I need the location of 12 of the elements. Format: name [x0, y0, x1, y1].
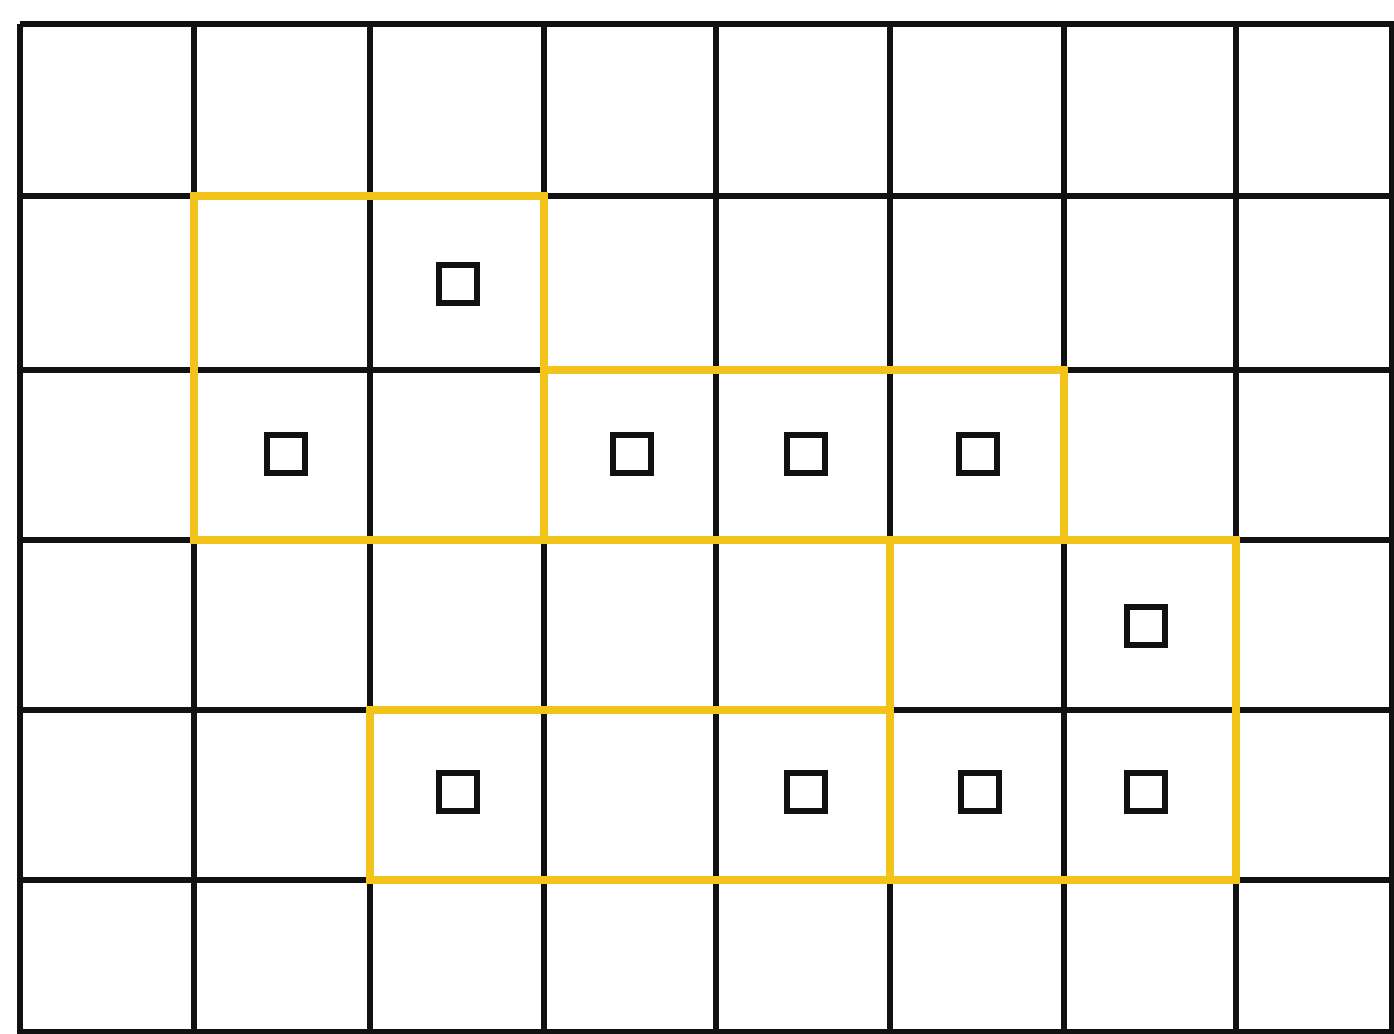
small-square [264, 432, 308, 476]
small-square [436, 770, 480, 814]
small-square [784, 770, 828, 814]
small-square [436, 262, 480, 306]
small-square [956, 432, 1000, 476]
highlight-region [190, 192, 548, 544]
small-square [610, 432, 654, 476]
small-square [1124, 604, 1168, 648]
small-square [958, 770, 1002, 814]
small-square [1124, 770, 1168, 814]
highlight-region [886, 536, 1240, 884]
small-square [784, 432, 828, 476]
